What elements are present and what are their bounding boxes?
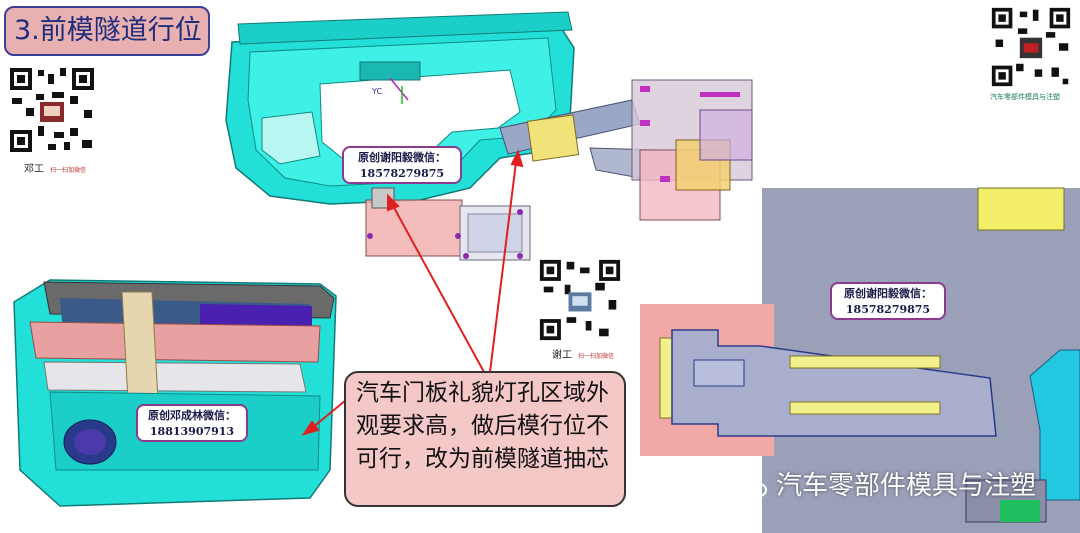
wechat-label-line2: 18578279875: [359, 167, 445, 180]
qr-code-icon: [538, 258, 622, 342]
door-panel: [13, 279, 337, 507]
qr-block-top-left: 邓工扫一扫加微信: [8, 66, 98, 175]
qr-subcaption: 扫一扫加微信: [578, 353, 615, 360]
callout-arrows: [301, 149, 524, 436]
slide-title: 3.前模隧道行位: [4, 6, 210, 56]
wechat-label-2: 原创邓成林微信： 18813907913: [136, 404, 248, 442]
qr-block-middle: 谢工扫一扫加微信: [538, 258, 628, 361]
qr-caption: 谢工: [552, 350, 572, 361]
wechat-icon: [738, 475, 767, 497]
qr-caption: 汽车零部件模具与注塑: [990, 93, 1060, 101]
wechat-label-line1: 原创邓成林微信：: [148, 409, 236, 422]
qr-code-icon: [990, 6, 1072, 88]
qr-code-icon: [8, 66, 96, 154]
wechat-label-1: 原创谢阳毅微信： 18578279875: [342, 146, 462, 184]
watermark: 汽车零部件模具与注塑: [738, 465, 1036, 502]
wechat-label-line1: 原创谢阳毅微信：: [844, 287, 932, 300]
qr-caption: 邓工: [24, 164, 44, 175]
axis-label: YC: [371, 87, 382, 96]
wechat-label-3: 原创谢阳毅微信： 18578279875: [830, 282, 946, 320]
top-door-part: YC: [225, 11, 575, 205]
wechat-label-line1: 原创谢阳毅微信：: [358, 151, 446, 164]
qr-block-top-right: 汽车零部件模具与注塑: [990, 6, 1080, 102]
top-slider-block: [365, 187, 531, 261]
watermark-text: 汽车零部件模具与注塑: [776, 471, 1037, 501]
tunnel-slide-assembly: [499, 79, 753, 221]
section-view: [640, 187, 1080, 533]
wechat-label-line2: 18813907913: [149, 425, 235, 438]
qr-subcaption: 扫一扫加微信: [50, 167, 87, 174]
wechat-label-line2: 18578279875: [845, 303, 931, 316]
callout-box: 汽车门板礼貌灯孔区域外观要求高，做后模行位不可行，改为前模隧道抽芯: [344, 371, 626, 507]
